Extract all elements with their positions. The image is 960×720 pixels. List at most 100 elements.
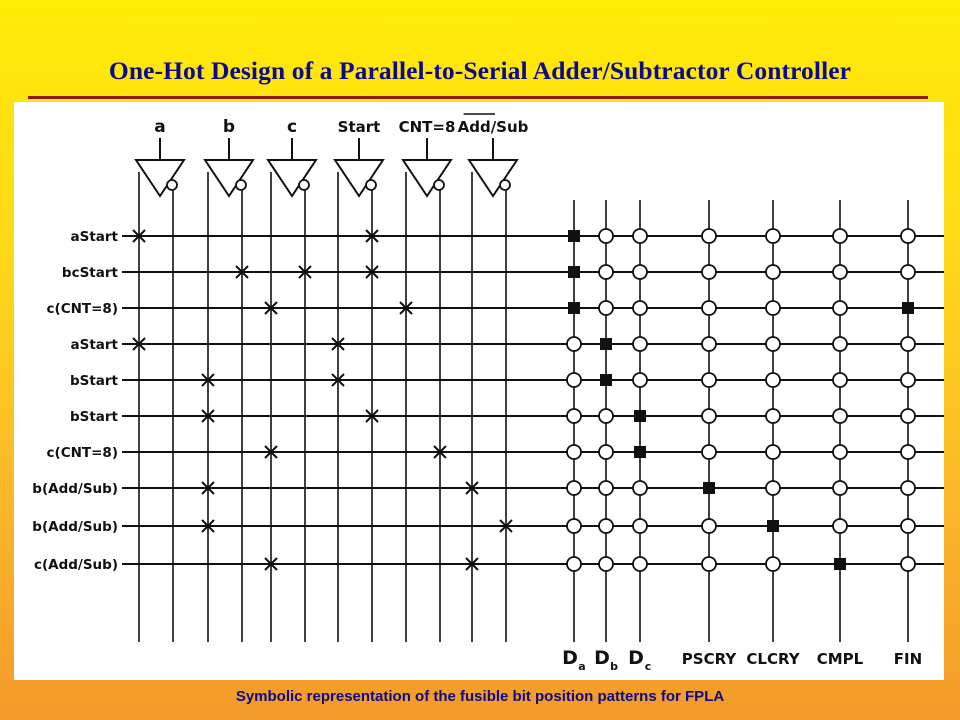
open-fuse [632, 372, 648, 388]
open-fuse [632, 518, 648, 534]
open-fuse [832, 300, 848, 316]
fuse-x-mark [264, 557, 278, 571]
open-fuse [598, 228, 614, 244]
open-fuse [566, 518, 582, 534]
open-fuse [632, 336, 648, 352]
fuse-x-mark [365, 409, 379, 423]
slide-title: One-Hot Design of a Parallel-to-Serial A… [108, 56, 852, 85]
open-fuse [566, 408, 582, 424]
buffer-gate [401, 159, 453, 198]
connected-fuse [568, 230, 580, 242]
caption: Symbolic representation of the fusible b… [235, 688, 725, 705]
connected-fuse [634, 446, 646, 458]
open-fuse [701, 372, 717, 388]
open-fuse [832, 372, 848, 388]
fuse-x-mark [201, 409, 215, 423]
output-label-4: CLCRY [746, 650, 800, 668]
open-fuse [832, 264, 848, 280]
open-fuse [765, 556, 781, 572]
connected-fuse [767, 520, 779, 532]
fuse-x-mark [201, 373, 215, 387]
fuse-x-mark [499, 519, 513, 533]
product-term-label: aStart [70, 337, 118, 353]
fuse-x-mark [132, 229, 146, 243]
inverter-bubble [166, 179, 178, 191]
open-fuse [765, 264, 781, 280]
inverter-bubble [235, 179, 247, 191]
input-label-1: b [223, 117, 235, 137]
open-fuse [765, 444, 781, 460]
buffer-gate [203, 159, 255, 198]
output-subscript-1: b [610, 660, 618, 673]
open-fuse [701, 408, 717, 424]
open-fuse [900, 372, 916, 388]
fuse-x-mark [264, 301, 278, 315]
fuse-x-mark [235, 265, 249, 279]
open-fuse [832, 408, 848, 424]
open-fuse [832, 480, 848, 496]
open-fuse [701, 336, 717, 352]
connected-fuse [600, 374, 612, 386]
buffer-gate [467, 159, 519, 198]
open-fuse [832, 444, 848, 460]
open-fuse [765, 372, 781, 388]
connected-fuse [902, 302, 914, 314]
open-fuse [765, 336, 781, 352]
product-term-label: aStart [70, 229, 118, 245]
output-label-3: PSCRY [682, 650, 738, 668]
connected-fuse [600, 338, 612, 350]
fuse-x-mark [132, 337, 146, 351]
open-fuse [632, 480, 648, 496]
input-label-4: CNT=8 [399, 118, 456, 136]
open-fuse [900, 228, 916, 244]
open-fuse [900, 444, 916, 460]
output-label-5: CMPL [817, 650, 864, 668]
open-fuse [832, 336, 848, 352]
output-label-6: FIN [894, 650, 922, 668]
open-fuse [765, 228, 781, 244]
open-fuse [598, 480, 614, 496]
open-fuse [900, 264, 916, 280]
output-label-2: D [628, 647, 644, 669]
output-subscript-0: a [578, 660, 585, 673]
buffer-gate [266, 159, 318, 198]
open-fuse [765, 408, 781, 424]
open-fuse [765, 480, 781, 496]
connected-fuse [568, 302, 580, 314]
output-label-0: D [562, 647, 578, 669]
open-fuse [632, 556, 648, 572]
connected-fuse [703, 482, 715, 494]
open-fuse [566, 336, 582, 352]
fuse-x-mark [331, 373, 345, 387]
open-fuse [566, 444, 582, 460]
fuse-x-mark [201, 519, 215, 533]
open-fuse [632, 264, 648, 280]
open-fuse [598, 408, 614, 424]
connected-fuse [568, 266, 580, 278]
product-term-label: c(Add/Sub) [34, 557, 118, 573]
open-fuse [566, 556, 582, 572]
product-term-label: b(Add/Sub) [32, 481, 118, 497]
input-label-2: c [287, 117, 297, 137]
fuse-x-mark [399, 301, 413, 315]
output-subscript-2: c [645, 660, 652, 673]
open-fuse [832, 228, 848, 244]
open-fuse [701, 518, 717, 534]
open-fuse [598, 518, 614, 534]
open-fuse [566, 372, 582, 388]
open-fuse [598, 444, 614, 460]
fuse-x-mark [264, 445, 278, 459]
open-fuse [900, 408, 916, 424]
input-label-3: Start [338, 118, 381, 136]
open-fuse [765, 300, 781, 316]
open-fuse [900, 336, 916, 352]
product-term-label: c(CNT=8) [47, 301, 118, 317]
inverter-bubble [365, 179, 377, 191]
fuse-x-mark [201, 481, 215, 495]
open-fuse [632, 228, 648, 244]
input-label-0: a [154, 117, 165, 137]
product-term-label: bStart [70, 409, 119, 425]
connected-fuse [634, 410, 646, 422]
